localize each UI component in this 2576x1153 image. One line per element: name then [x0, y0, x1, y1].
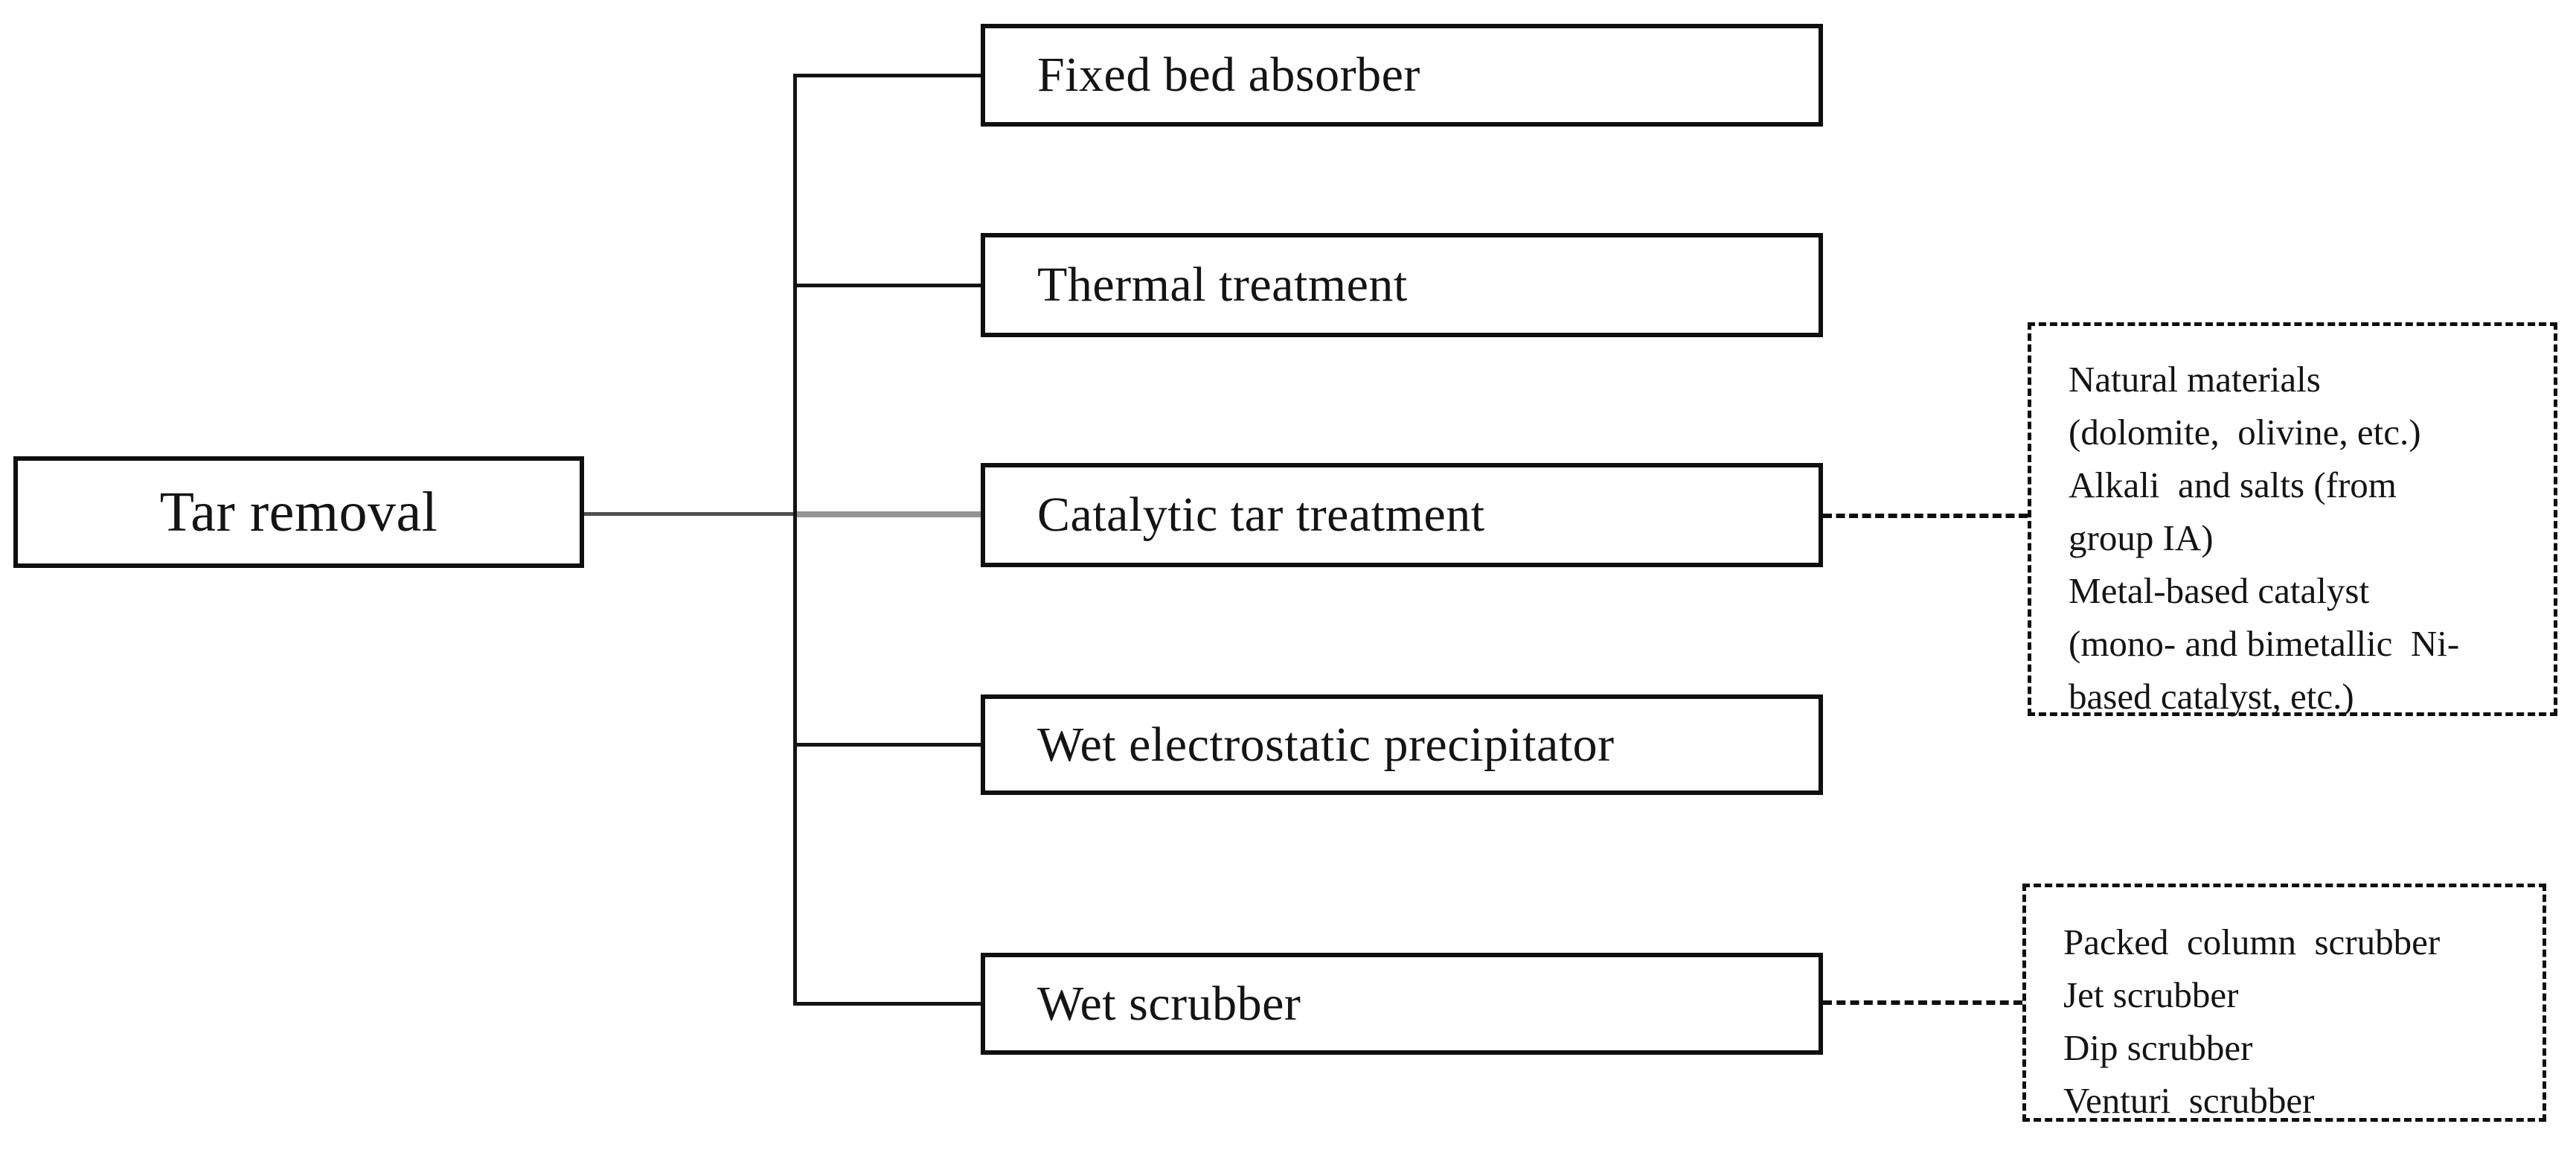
node-tar-removal-label: Tar removal: [159, 480, 438, 543]
note-line: Venturi scrubber: [2063, 1080, 2315, 1121]
node-wet-scrubber: Wet scrubber: [981, 953, 1823, 1055]
dashed-connector-scrubber-note: [1823, 1000, 2022, 1005]
branch-line-wet-scrubber: [793, 1002, 981, 1006]
note-line: Dip scrubber: [2063, 1027, 2253, 1068]
note-box-scrubber-types: Packed column scrubber Jet scrubber Dip …: [2022, 884, 2546, 1122]
node-wet-electrostatic-precipitator: Wet electrostatic precipitator: [981, 694, 1823, 795]
branch-line-fixed-bed: [793, 74, 981, 77]
note-line: Metal-based catalyst: [2069, 570, 2370, 611]
note-line: (dolomite, olivine, etc.): [2069, 412, 2421, 453]
node-tar-removal: Tar removal: [13, 456, 584, 568]
note-line: based catalyst, etc.): [2069, 676, 2354, 717]
root-connector-line-right: [793, 511, 981, 517]
node-catalytic-tar-treatment-label: Catalytic tar treatment: [1037, 488, 1485, 542]
node-fixed-bed-absorber: Fixed bed absorber: [981, 24, 1823, 127]
node-catalytic-tar-treatment: Catalytic tar treatment: [981, 463, 1823, 567]
node-fixed-bed-absorber-label: Fixed bed absorber: [1037, 48, 1420, 102]
root-connector-line-left: [584, 512, 797, 516]
note-line: Jet scrubber: [2063, 974, 2239, 1015]
note-line: Alkali and salts (from: [2069, 464, 2397, 505]
note-line: group IA): [2069, 517, 2214, 558]
node-wet-scrubber-label: Wet scrubber: [1037, 976, 1301, 1031]
note-line: Packed column scrubber: [2063, 922, 2441, 962]
branch-line-electrostatic: [793, 743, 981, 747]
branch-line-thermal: [793, 284, 981, 287]
node-wet-electrostatic-precipitator-label: Wet electrostatic precipitator: [1037, 717, 1615, 772]
node-thermal-treatment-label: Thermal treatment: [1037, 258, 1408, 312]
trunk-line: [793, 74, 797, 1006]
node-thermal-treatment: Thermal treatment: [981, 233, 1823, 337]
dashed-connector-catalytic-note: [1823, 514, 2028, 518]
note-line: (mono- and bimetallic Ni-: [2069, 623, 2460, 664]
note-line: Natural materials: [2069, 359, 2321, 400]
note-box-catalytic-examples: Natural materials (dolomite, olivine, et…: [2028, 322, 2557, 717]
